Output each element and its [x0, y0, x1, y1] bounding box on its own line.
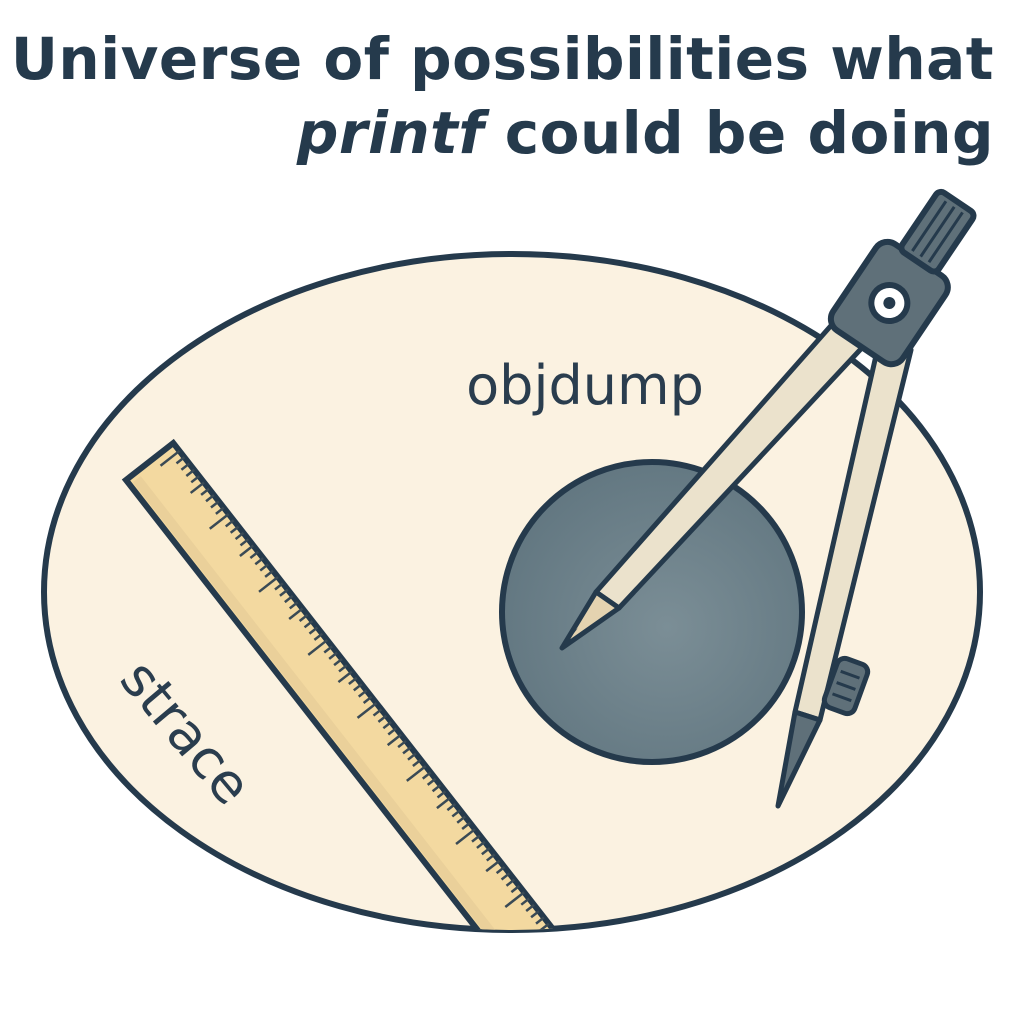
title-line-2-rest: could be doing [484, 99, 994, 167]
ruler-tick [505, 878, 516, 887]
diagram-title: Universe of possibilities what printf co… [11, 22, 994, 170]
ruler-tick [421, 771, 432, 780]
ruler-tick [402, 746, 412, 755]
ruler-tick [234, 531, 245, 541]
title-line-1: Universe of possibilities what [10, 25, 994, 93]
ruler-tick [436, 790, 447, 799]
objdump-circle [499, 459, 805, 765]
ruler-tick [362, 695, 373, 704]
ruler-tick [259, 563, 269, 572]
ruler-tick [205, 494, 215, 503]
ruler-tick [337, 670, 353, 684]
ruler-tick [274, 582, 284, 591]
ruler-tick [264, 569, 274, 578]
ruler-tick [323, 645, 333, 654]
ruler-tick [426, 777, 437, 786]
ruler-tick [328, 651, 338, 660]
ruler-tick [386, 733, 402, 747]
title-line-2: printf could be doing [11, 96, 994, 170]
ruler-tick [431, 784, 442, 793]
ruler-tick [258, 576, 279, 593]
ruler-tick [189, 481, 205, 494]
ruler-tick [357, 689, 368, 698]
objdump-label: objdump [466, 354, 704, 417]
ruler-icon [121, 438, 572, 949]
ruler-tick [284, 594, 294, 604]
ruler-tick [239, 544, 255, 557]
ruler-tick [279, 588, 289, 597]
ruler-tick [406, 765, 427, 782]
compass-icon [559, 188, 977, 809]
ruler-tick [372, 708, 383, 717]
ruler-tick [356, 702, 378, 719]
ruler-tick [303, 620, 314, 629]
ruler-tick [288, 607, 304, 620]
ruler-tick [333, 657, 343, 667]
ruler-tick [307, 639, 328, 656]
ruler-tick [525, 903, 535, 912]
ruler-tick [495, 866, 506, 875]
ruler-tick [476, 840, 486, 849]
ruler-tick [485, 859, 501, 873]
ruler-tick [190, 475, 200, 484]
ruler-tick [224, 519, 235, 528]
ruler-tick [175, 456, 186, 465]
ruler-tick [254, 557, 264, 566]
ruler-tick [239, 538, 250, 547]
ruler-tick [229, 525, 240, 534]
ruler-tick [412, 758, 422, 767]
ruler-tick [455, 828, 476, 845]
ruler-tick [298, 613, 309, 622]
ruler-tick [348, 676, 358, 686]
ruler-tick [185, 468, 195, 477]
ruler-tick [520, 897, 530, 906]
ruler-tick [387, 727, 397, 736]
ruler-tick [249, 550, 260, 559]
ruler-tick [210, 500, 220, 509]
ruler-tick [436, 796, 452, 810]
ruler-tick [200, 487, 210, 496]
ruler-tick [313, 632, 324, 641]
ruler-tick [500, 872, 511, 881]
ruler-tick [486, 853, 496, 862]
ruler-tick [451, 809, 461, 818]
ruler-tick [180, 462, 191, 471]
ruler-tick [377, 714, 388, 723]
ruler-tick [551, 936, 559, 942]
ruler-tick [461, 821, 471, 831]
ruler-tick [471, 834, 481, 843]
ruler-tick [382, 721, 392, 730]
ruler-tick [534, 922, 550, 930]
ruler-tick [481, 847, 491, 856]
ruler-tick [504, 891, 525, 908]
ruler-tick [556, 943, 564, 949]
ruler-tick [530, 910, 540, 919]
ruler-tick [288, 601, 299, 610]
ruler-tick [446, 802, 457, 812]
ruler-tick [159, 449, 181, 467]
ruler-tick [338, 664, 348, 673]
ruler-tick [510, 884, 521, 894]
title-printf: printf [296, 99, 485, 167]
ruler-tick [209, 512, 230, 530]
ruler-tick [456, 815, 466, 824]
ruler-tick [397, 739, 407, 749]
ruler-tick [407, 752, 417, 761]
ruler-tick [535, 916, 545, 925]
ruler-tick [308, 626, 319, 635]
ruler-tick [215, 506, 225, 515]
ruler-tick [353, 683, 363, 692]
